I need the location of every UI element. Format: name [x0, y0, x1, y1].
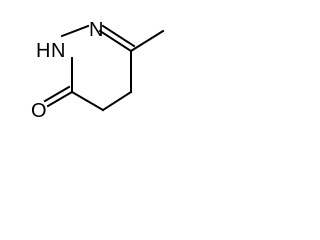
bond-carbonyl-oxygen — [46, 90, 74, 108]
bond-n2-c-methyl — [98, 29, 133, 53]
bond-ch2-ch2 — [101, 90, 133, 112]
atom-label-n2: N — [89, 19, 103, 41]
bond-n1-n2 — [60, 24, 90, 38]
bond-carbonyl-oxygen-double — [43, 85, 71, 103]
bond-n2-c-methyl-double — [101, 24, 136, 48]
molecule-structure-diagram: H N N O — [31, 19, 165, 122]
atom-label-o: O — [31, 100, 47, 122]
bond-ch2-carbonyl — [70, 90, 105, 112]
atom-label-h: H — [36, 40, 50, 62]
atom-label-n1: N — [51, 40, 65, 62]
bond-methyl — [129, 29, 165, 53]
